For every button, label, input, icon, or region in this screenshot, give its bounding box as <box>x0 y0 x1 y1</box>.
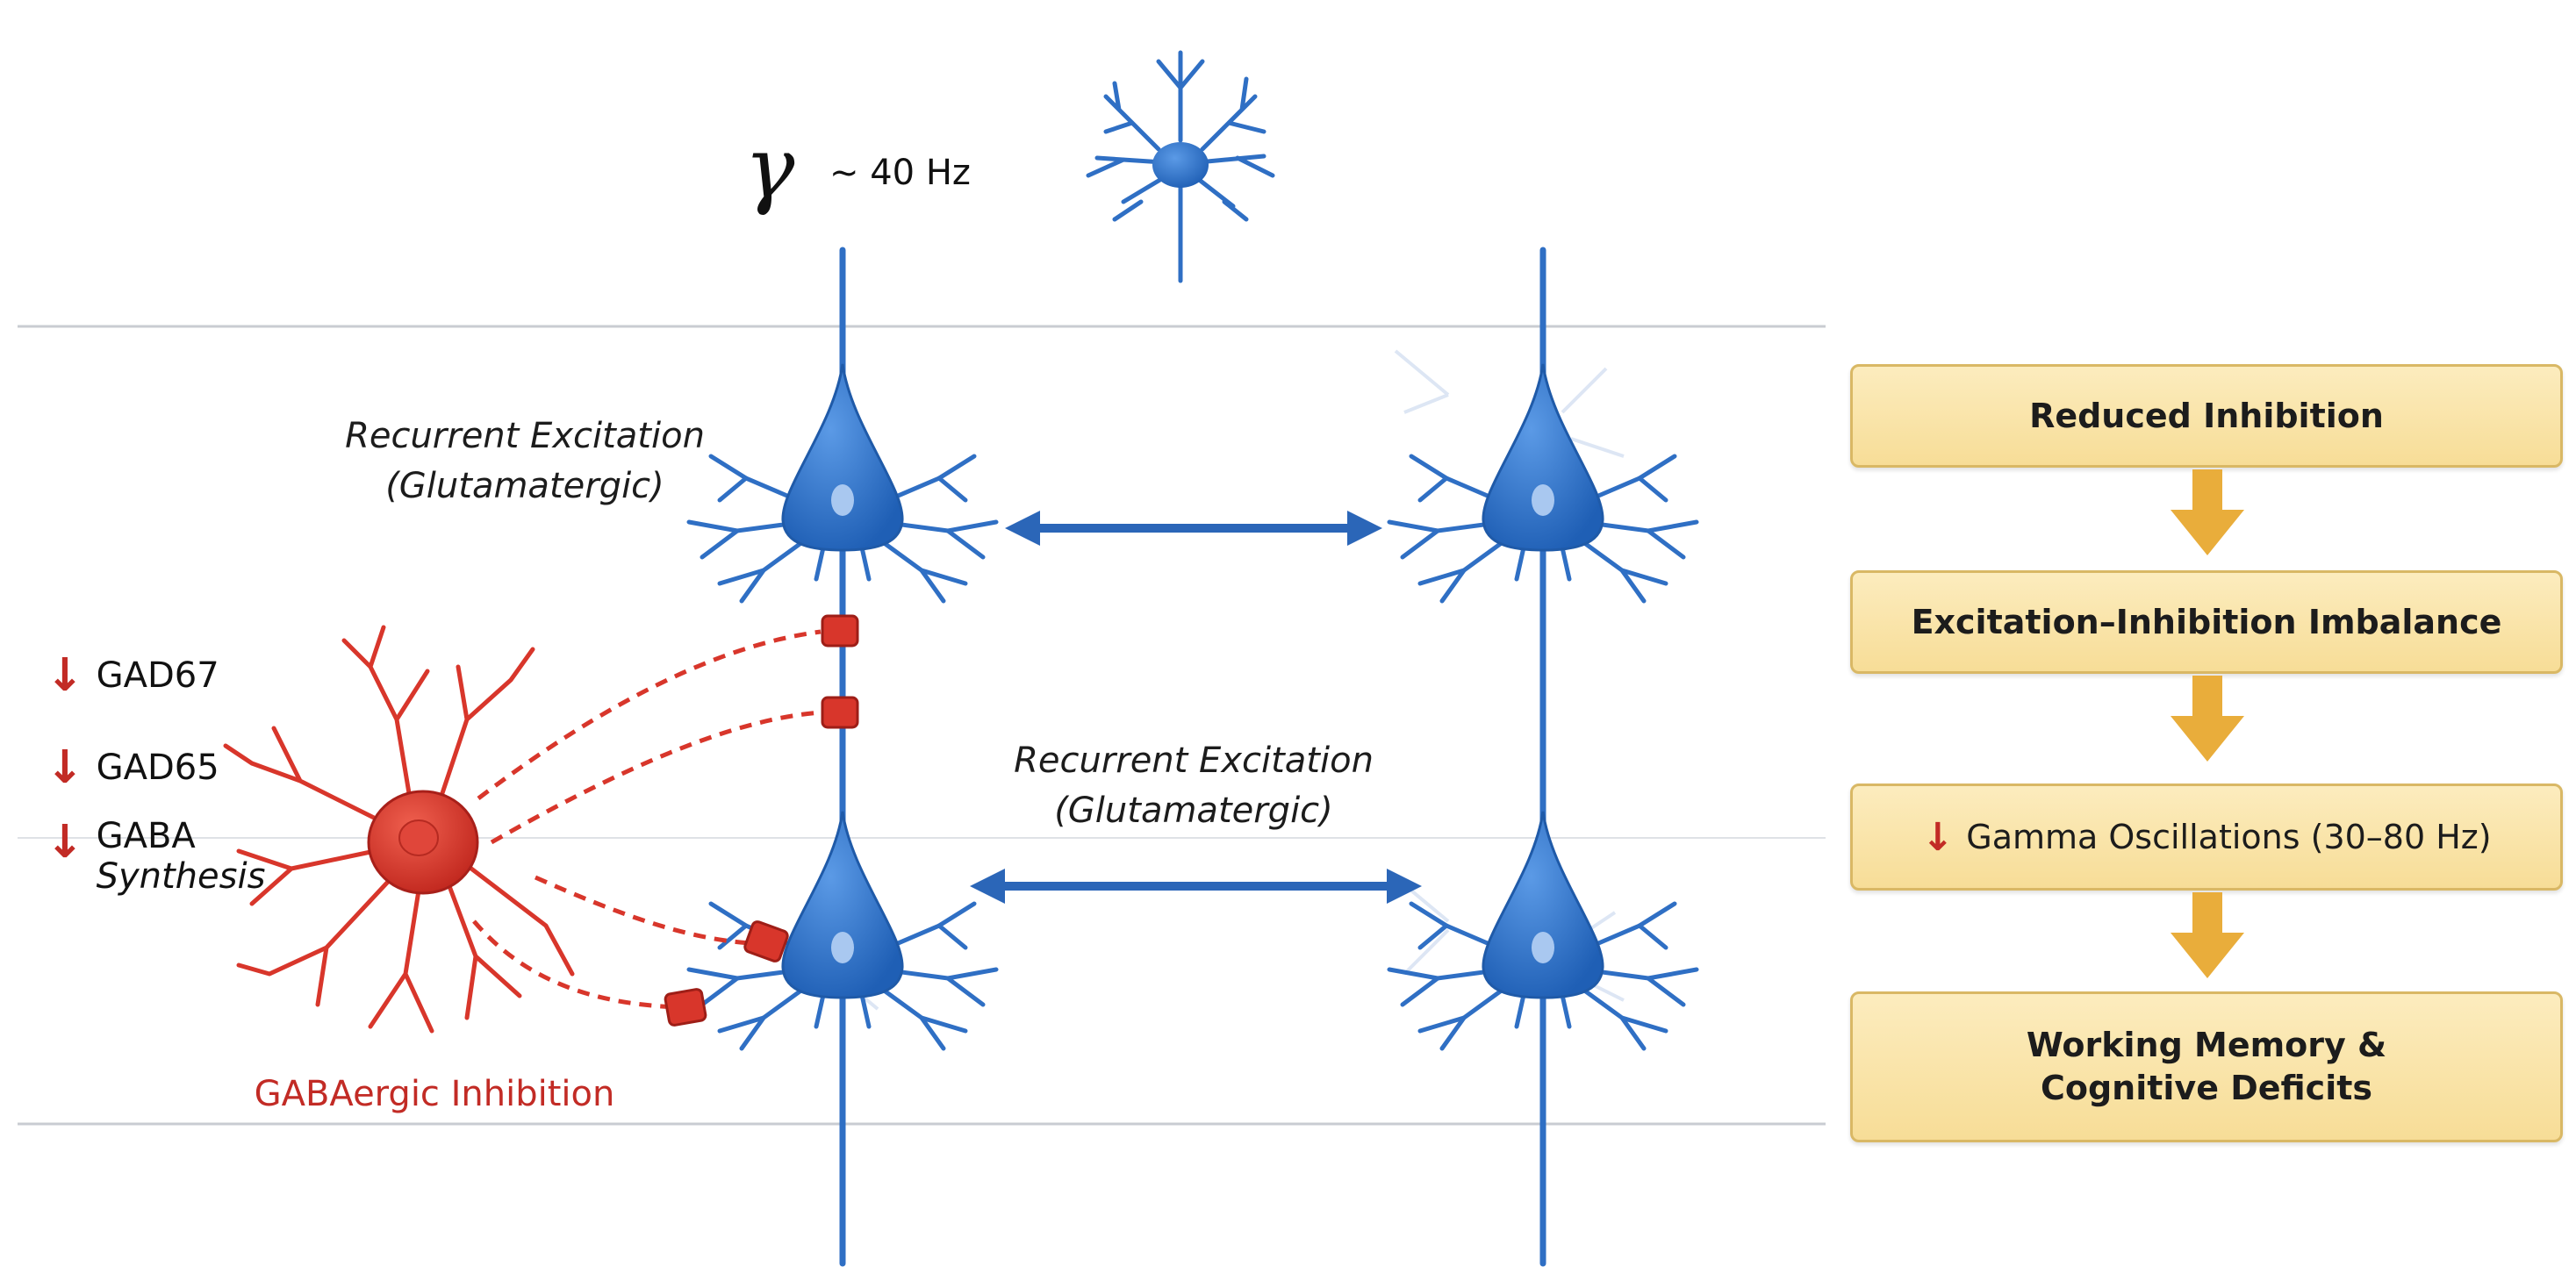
flow-arrow-2 <box>2171 676 2244 762</box>
excitation-label-top-line1: Recurrent Excitation <box>345 416 705 456</box>
top-neuron <box>1086 50 1275 283</box>
flow-box-ei-imbalance: Excitation–Inhibition Imbalance <box>1850 570 2563 674</box>
flow-box-label: Gamma Oscillations (30–80 Hz) <box>1966 818 2492 856</box>
decrease-arrow-icon: ↓ <box>46 816 84 869</box>
excitation-label-middle-line1: Recurrent Excitation <box>1014 741 1374 781</box>
inhibition-label: GABAergic Inhibition <box>255 1074 615 1114</box>
marker-gad67: ↓ GAD67 <box>46 649 219 702</box>
marker-label: GAD65 <box>96 748 219 788</box>
flow-box-label: Excitation–Inhibition Imbalance <box>1911 603 2502 641</box>
flow-box-multiline: Working Memory & Cognitive Deficits <box>2027 1024 2386 1111</box>
marker-sublabel: Synthesis <box>96 856 266 897</box>
synapse-2 <box>821 696 859 729</box>
marker-label: GABA <box>96 816 196 856</box>
inhibitory-projections <box>472 629 822 1010</box>
marker-label: GAD67 <box>96 655 219 696</box>
flow-box-reduced-inhibition: Reduced Inhibition <box>1850 364 2563 468</box>
synapse-1 <box>821 614 859 648</box>
flow-arrow-1 <box>2171 469 2244 555</box>
flow-box-gamma: ↓ Gamma Oscillations (30–80 Hz) <box>1850 784 2563 891</box>
pyramidal-neuron-top-left <box>686 363 999 604</box>
synapse-4 <box>664 988 707 1027</box>
marker-gaba: ↓ GABA Synthesis <box>46 816 265 897</box>
gamma-frequency: ~ 40 Hz <box>829 153 971 193</box>
pyramidal-neuron-bottom-left <box>686 811 999 1051</box>
excitation-label-top-line2: (Glutamatergic) <box>385 466 664 506</box>
excitation-label-middle-line2: (Glutamatergic) <box>1054 791 1333 831</box>
flow-box-working-memory: Working Memory & Cognitive Deficits <box>1850 991 2563 1142</box>
flow-arrow-3 <box>2171 892 2244 978</box>
decrease-arrow-icon: ↓ <box>1921 814 1955 860</box>
pyramidal-neuron-bottom-right <box>1387 811 1699 1051</box>
flow-box-label: Reduced Inhibition <box>2029 397 2384 435</box>
marker-gaba-text: GABA Synthesis <box>97 816 266 897</box>
marker-gad65: ↓ GAD65 <box>46 741 219 794</box>
pyramidal-neuron-top-right <box>1387 363 1699 604</box>
flow-box-label-line1: Working Memory & <box>2026 1025 2387 1064</box>
gamma-symbol: γ <box>744 119 795 218</box>
flow-box-label-line2: Cognitive Deficits <box>2040 1069 2373 1107</box>
decrease-arrow-icon: ↓ <box>46 649 84 702</box>
synapse-3 <box>743 920 789 962</box>
inhibitory-synapses <box>664 614 859 1027</box>
gabaergic-interneuron <box>223 625 575 1034</box>
decrease-arrow-icon: ↓ <box>46 741 84 794</box>
